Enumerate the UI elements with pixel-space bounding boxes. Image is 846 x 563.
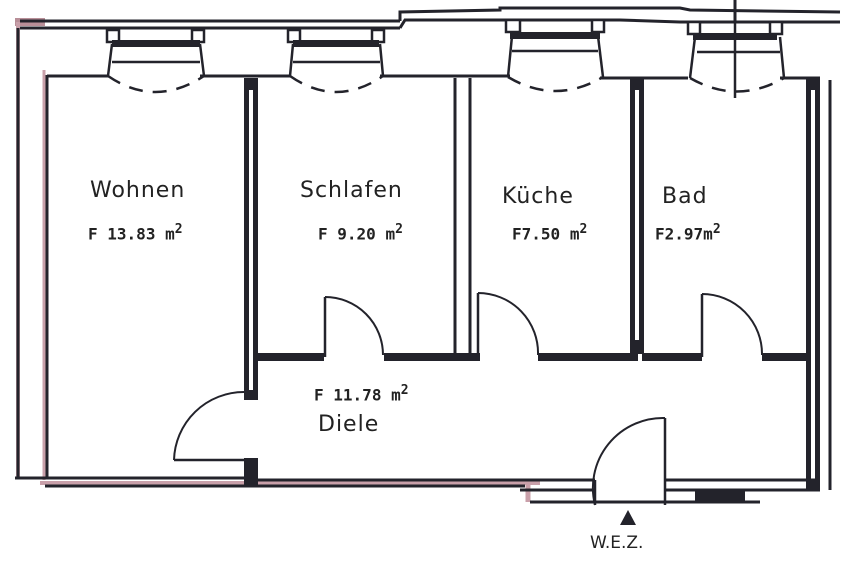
exterior-wall-top xyxy=(20,0,841,30)
area-unit: m xyxy=(385,224,396,244)
area-prefix: F xyxy=(318,224,328,244)
partition-kueche-bad xyxy=(630,78,644,354)
exterior-wall-bottom xyxy=(258,478,820,504)
room-name-wohnen: Wohnen xyxy=(90,178,186,203)
window-schlafen xyxy=(286,28,386,94)
exterior-wall-left xyxy=(15,28,525,488)
room-name-schlafen: Schlafen xyxy=(300,178,403,203)
entrance-arrow-icon xyxy=(620,510,636,525)
area-prefix: F xyxy=(512,224,522,244)
door-wohnen xyxy=(173,391,245,462)
area-unit: m xyxy=(569,224,580,244)
scan-margin xyxy=(15,18,540,502)
room-area-bad: F2.97m2 xyxy=(655,222,721,243)
window-wohnen xyxy=(105,28,206,94)
door-bad xyxy=(700,293,764,357)
area-value: 9.20 xyxy=(337,224,376,244)
area-unit: m xyxy=(703,224,713,244)
area-value: 13.83 xyxy=(107,224,156,244)
door-schlafen xyxy=(323,296,384,357)
partition-schlafen-kueche xyxy=(453,78,472,355)
area-prefix: F xyxy=(314,385,324,405)
room-name-kueche: Küche xyxy=(502,184,574,209)
room-area-schlafen: F 9.20 m2 xyxy=(318,222,403,243)
room-area-kueche: F7.50 m2 xyxy=(512,222,587,243)
door-kueche xyxy=(476,292,540,357)
area-value: 7.50 xyxy=(521,224,561,244)
door-entrance xyxy=(591,416,667,506)
area-unit-exp: 2 xyxy=(579,222,588,237)
area-value: 11.78 xyxy=(333,385,382,405)
room-name-bad: Bad xyxy=(662,184,708,209)
room-area-diele: F 11.78 m2 xyxy=(314,383,409,404)
area-prefix: F xyxy=(655,224,665,244)
window-bad xyxy=(686,20,786,98)
room-name-diele: Diele xyxy=(318,412,380,437)
corridor-wall xyxy=(258,353,808,361)
room-ceiling-line xyxy=(47,74,820,80)
area-unit-exp: 2 xyxy=(712,222,721,237)
room-area-wohnen: F 13.83 m2 xyxy=(88,222,183,243)
window-kueche xyxy=(504,18,606,93)
area-unit-exp: 2 xyxy=(174,222,183,237)
entrance-label: W.E.Z. xyxy=(590,533,644,553)
partition-wohnen-schlafen xyxy=(244,78,258,486)
area-unit: m xyxy=(165,224,175,244)
exterior-wall-right xyxy=(806,78,832,490)
area-unit: m xyxy=(391,385,401,405)
area-unit-exp: 2 xyxy=(400,383,409,398)
area-prefix: F xyxy=(88,224,98,244)
area-value: 2.97 xyxy=(664,224,704,244)
area-unit-exp: 2 xyxy=(395,222,403,237)
